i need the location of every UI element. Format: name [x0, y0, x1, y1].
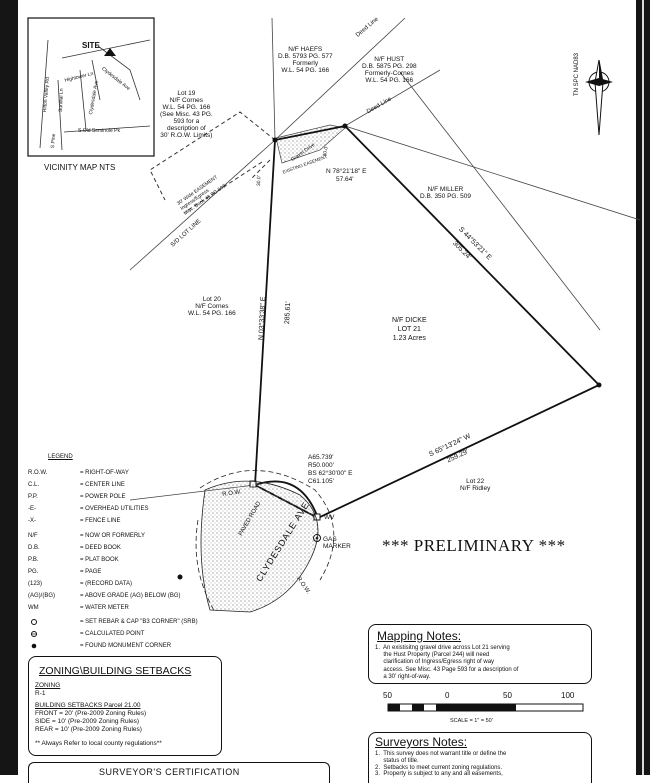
setbacks-label: BUILDING SETBACKS Parcel 21.00 [35, 702, 141, 709]
surveyors-notes-title: Surveyors Notes: [375, 735, 468, 749]
parcel-hust: N/F HUST D.B. 5875 PG. 298 Formerly-Corn… [362, 56, 417, 84]
curve-chord: C61.105' [308, 478, 334, 485]
zoning-label: ZONING [35, 682, 61, 689]
mapping-notes-box: Mapping Notes: 1. An existisitng gravel … [368, 624, 592, 684]
mapping-notes-title: Mapping Notes: [377, 629, 462, 643]
bearing-west-length: 285.61' [284, 301, 293, 325]
certification-box: SURVEYOR'S CERTIFICATION [28, 762, 330, 783]
legend-title: LEGEND [48, 454, 73, 460]
curve-radius: R50.000' [308, 462, 334, 469]
property-boundary [254, 125, 601, 520]
zoning-title: ZONING\BUILDING SETBACKS [39, 665, 192, 677]
bearing-north-short: N 78°21'18" E [326, 168, 367, 175]
zoning-value: R-1 [35, 690, 46, 697]
preliminary-stamp: *** PRELIMINARY *** [382, 536, 566, 555]
curve-arc: A65.739' [308, 454, 334, 461]
setback-front: FRONT = 20' (Pre-2009 Zoning Rules) [35, 710, 147, 717]
setback-rear: REAR = 10' (Pre-2009 Zoning Rules) [35, 726, 142, 733]
setback-side: SIDE = 10' (Pre-2009 Zoning Rules) [35, 718, 140, 725]
vicinity-caption: VICINITY MAP NTS [44, 163, 116, 172]
surveyors-note: 3. Property is subject to any and all ea… [375, 771, 503, 777]
row-line-top [199, 470, 335, 581]
vicinity-road-label: S Pine [50, 133, 58, 149]
site-label: SITE [82, 41, 100, 50]
dimension-label: 30.0' [256, 175, 263, 187]
adjacent-lot-lines [129, 17, 641, 501]
certification-title: SURVEYOR'S CERTIFICATION [99, 767, 240, 777]
surveyors-note: 1. This survey does not warrant title or… [375, 751, 507, 757]
zoning-note: ** Always Refer to local county regulati… [35, 740, 162, 747]
scale-text: SCALE = 1" = 50' [450, 718, 493, 724]
parcel-lot22: Lot 22 N/F Ridley [460, 478, 491, 492]
scale-label: 50 [503, 691, 512, 700]
vicinity-map-box [27, 17, 155, 157]
parcel-miller: N/F MILLER D.B. 350 PG. 509 [420, 186, 471, 200]
paved-road-area [200, 480, 319, 613]
scale-label: 50 [383, 691, 392, 700]
zoning-setbacks-box: ZONING\BUILDING SETBACKS ZONING R-1 BUIL… [28, 656, 222, 756]
curve-bearing: BS 62°30'00" E [308, 470, 353, 477]
parcel-lot19: Lot 19 N/F Cornes W.L. 54 PG. 166 (See M… [160, 90, 213, 139]
vicinity-road-label: S.Old Seminole Pk [78, 128, 120, 134]
water-valve-label: WV [324, 514, 335, 521]
corner-points [177, 123, 602, 580]
gas-marker-label: GAS MARKER [323, 536, 351, 550]
vicinity-roads [39, 39, 151, 151]
scale-bar [387, 703, 584, 712]
mapping-notes-text: 1. An existisitng gravel drive across Lo… [375, 645, 519, 680]
parcel-haefs: N/F HAEFS D.B. 5793 PG. 577 Formerly W.L… [278, 46, 333, 74]
scale-label: 100 [561, 691, 575, 700]
bearing-north-short-length: 57.64' [336, 176, 354, 183]
parcel-lot20: Lot 20 N/F Cornes W.L. 54 PG. 166 [188, 296, 236, 317]
parcel-dicke: N/F DICKE LOT 21 1.23 Acres [392, 317, 427, 342]
gravel-drive-area [275, 124, 346, 164]
surveyors-note: 2. Setbacks to meet current zoning regul… [375, 765, 503, 771]
vicinity-road-label: Sundial Ln [58, 88, 65, 113]
scale-label: 0 [445, 691, 450, 700]
easement-lines [149, 111, 276, 213]
north-arrow-label: TN SPC NAD83 [574, 52, 580, 96]
left-dark-border [0, 0, 18, 775]
surveyors-notes-box: Surveyors Notes: 1. This survey does not… [368, 732, 592, 783]
north-arrow-icon [585, 59, 613, 136]
right-dark-border [636, 0, 650, 775]
surveyors-note: status of title. [375, 758, 419, 764]
site-marker-icon [104, 48, 116, 56]
